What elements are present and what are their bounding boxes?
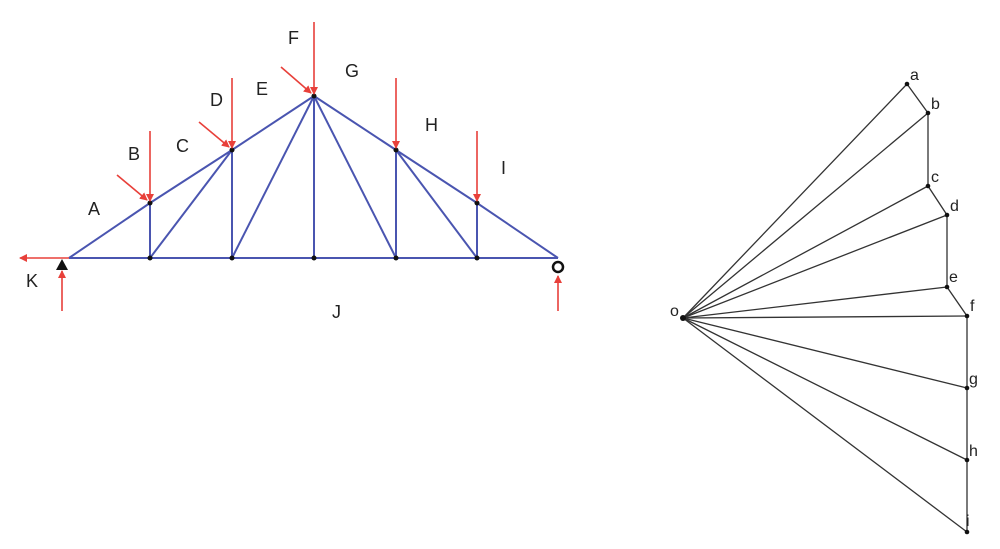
force-polygon [682,83,968,533]
label-d: d [950,198,959,215]
joint [147,255,153,261]
label-H: H [425,115,438,135]
wind-load-arrow [280,66,312,94]
joint [474,255,480,261]
label-J: J [332,302,341,322]
point [964,313,970,319]
label-F: F [288,28,299,48]
ray-oh [682,317,968,461]
joint [229,255,235,261]
ray-oa [682,83,908,319]
point [925,183,931,189]
label-I: I [501,158,506,178]
joint [147,200,153,206]
label-c: c [931,169,939,186]
joint [229,147,235,153]
label-i: i [966,513,970,530]
joint [393,147,399,153]
point [964,529,970,535]
point [964,457,970,463]
diagonal-member [395,149,478,259]
label-e: e [949,269,958,286]
wind-load-arrow [116,174,148,201]
diagonal-member [149,149,233,259]
ray-og [682,317,968,389]
label-C: C [176,136,189,156]
truss [68,94,559,259]
label-g: g [969,371,978,388]
diagonal-member [231,95,315,259]
point [925,110,931,116]
ray-oi [682,317,968,533]
point [964,385,970,391]
ray-of [682,315,968,319]
label-A: A [88,199,100,219]
point [944,284,950,290]
roller-support-icon [551,260,565,274]
ray-od [682,214,948,319]
label-B: B [128,144,140,164]
label-K: K [26,271,38,291]
label-f: f [970,298,975,315]
ray-oc [682,185,929,319]
label-a: a [910,67,919,84]
ray-ob [682,112,929,319]
ray-oe [682,286,948,319]
label-o: o [670,303,679,320]
pin-support-icon [56,259,68,270]
point [904,81,910,87]
label-E: E [256,79,268,99]
label-b: b [931,96,940,113]
diagonal-member [313,95,397,259]
wind-load-arrow [198,121,230,148]
pole-point [680,315,686,321]
label-h: h [969,443,978,460]
joint [311,93,317,99]
joint [393,255,399,261]
point [944,212,950,218]
label-G: G [345,61,359,81]
loads [19,22,562,311]
joint [311,255,317,261]
force-polygon-labels: o a b c d e f g h i [670,67,978,530]
load-line [906,83,968,532]
force-polygon-points [680,81,970,535]
space-labels: A B C D E F G H I J K [26,28,506,322]
joint [474,200,480,206]
label-D: D [210,90,223,110]
